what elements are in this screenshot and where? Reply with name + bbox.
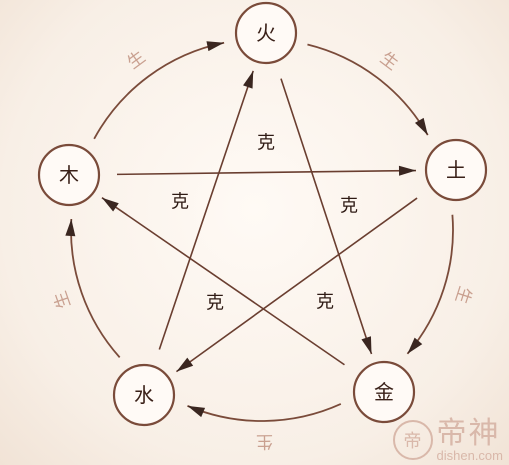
generating-arrowhead: [187, 405, 206, 418]
node-label: 木: [59, 163, 79, 187]
node-circle: [37, 143, 101, 207]
generating-arc: [406, 214, 454, 355]
node-label: 土: [446, 158, 466, 182]
controlling-line: [280, 78, 373, 355]
node-label: 火: [256, 21, 276, 45]
generating-arc: [187, 403, 342, 422]
node-metal: 金: [352, 360, 416, 424]
node-water: 水: [112, 363, 176, 427]
controlling-arrowhead: [176, 357, 194, 372]
controlling-arrowhead: [398, 165, 417, 176]
generating-arrowhead: [206, 41, 225, 52]
node-earth: 土: [424, 138, 488, 202]
controlling-arrowhead: [101, 197, 119, 212]
controlling-line: [101, 197, 345, 366]
node-circle: [424, 138, 488, 202]
node-circle: [352, 360, 416, 424]
watermark-text: 帝神 dishen.com: [437, 418, 503, 463]
node-circle: [112, 363, 176, 427]
watermark-brand: 帝神: [436, 415, 501, 451]
generating-label: 生: [376, 48, 402, 74]
watermark-url: dishen.com: [436, 448, 503, 464]
controlling-label: 克: [171, 192, 189, 213]
generating-label: 生: [51, 288, 75, 311]
watermark: 帝 帝神 dishen.com: [392, 418, 503, 463]
generating-label: 生: [451, 284, 475, 306]
controlling-label: 克: [206, 293, 224, 314]
generating-arc: [70, 218, 121, 358]
controlling-label: 克: [257, 133, 275, 154]
controlling-arrowhead: [361, 336, 372, 355]
node-label: 金: [374, 380, 394, 404]
node-wood: 木: [37, 143, 101, 207]
generating-arrowhead: [414, 117, 428, 136]
controlling-label: 克: [316, 292, 334, 313]
generating-arrowhead: [65, 219, 76, 237]
node-circle: [234, 1, 298, 65]
node-label: 水: [134, 383, 154, 407]
generating-label: 生: [256, 431, 273, 451]
generating-arc: [93, 41, 225, 140]
generating-label: 生: [124, 47, 150, 73]
controlling-line: [158, 70, 254, 350]
controlling-arrowhead: [243, 70, 254, 89]
controlling-line: [116, 169, 417, 176]
node-layer: 火土金 水 木: [37, 1, 488, 427]
generating-arrowhead: [407, 337, 423, 354]
generating-arc: [307, 43, 429, 136]
node-fire: 火: [234, 1, 298, 65]
controlling-line: [175, 197, 418, 373]
controlling-label: 克: [340, 196, 358, 217]
watermark-logo: 帝: [392, 420, 433, 461]
